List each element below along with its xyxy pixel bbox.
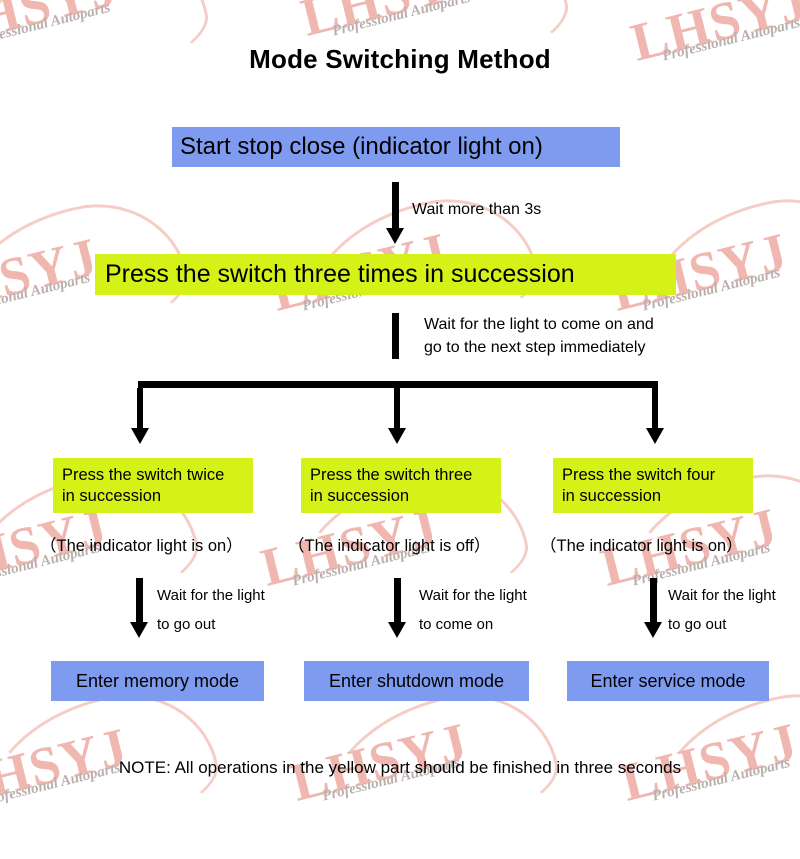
split-bar [138,381,658,388]
flow-node-label-line-1: Press the switch twice [62,465,225,484]
edge-label-wait-light-on: Wait for the light to come on and go to … [424,313,724,359]
flow-node-branch-3-result[interactable]: Enter service mode [567,661,769,701]
flow-node-label-line-1: Press the switch three [310,465,473,484]
arrow-head [386,228,404,244]
edge-label-line-2: go to the next step immediately [424,339,646,357]
flow-node-start-stop-close[interactable]: Start stop close (indicator light on) [172,127,620,167]
flow-node-label: Press the switch four in succession [562,465,715,506]
flow-node-branch-3-action[interactable]: Press the switch four in succession [553,458,753,513]
flow-node-press-three-times[interactable]: Press the switch three times in successi… [95,254,676,295]
arrow-head [646,428,664,444]
page-title: Mode Switching Method [249,44,551,74]
branch-3-wait-label: Wait for the light to go out [668,581,776,640]
flow-node-label: Press the switch three in succession [310,465,472,506]
branch-2-indicator-note: （The indicator light is off） [288,537,491,555]
flow-node-label-line-2: in succession [310,486,410,505]
branch-3-indicator-note: （The indicator light is on） [540,537,743,555]
branch-1-wait-label: Wait for the light to go out [157,581,265,640]
flow-node-label: Enter service mode [590,670,746,691]
arrow-shaft [392,182,399,230]
branch-2-wait-line-2: to come on [419,616,494,634]
flow-node-label: Start stop close (indicator light on) [180,133,543,160]
arrow-head [388,622,406,638]
arrow-shaft [137,388,143,432]
edge-label-line-1: Wait for the light to come on and [424,316,654,333]
branch-3-wait-line-2: to go out [668,616,727,634]
branch-1-indicator-note: （The indicator light is on） [40,537,243,555]
branch-2-wait-label: Wait for the light to come on [419,581,527,640]
arrow-shaft [652,388,658,432]
flowchart-canvas: Mode Switching Method Start stop close (… [40,44,776,777]
branch-2-wait-line-1: Wait for the light [419,587,527,604]
arrow-shaft [650,578,657,624]
flow-node-label: Press the switch three times in successi… [105,259,575,288]
flow-node-label: Enter shutdown mode [328,670,505,691]
flow-node-branch-2-result[interactable]: Enter shutdown mode [304,661,529,701]
flow-node-label-line-1: Press the switch four [562,465,716,484]
branch-1-wait-line-2: to go out [157,616,216,634]
flow-node-label-line-2: in succession [562,486,662,505]
arrow-head [644,622,662,638]
arrow-head [131,428,149,444]
flow-node-label-line-2: in succession [62,486,162,505]
flow-node-branch-2-action[interactable]: Press the switch three in succession [301,458,501,513]
arrow-shaft [136,578,143,624]
branch-3-wait-line-1: Wait for the light [668,587,776,604]
footer-note: NOTE: All operations in the yellow part … [118,758,682,777]
arrow-head [388,428,406,444]
arrow-head [130,622,148,638]
flow-node-label: Enter memory mode [75,670,240,691]
flow-node-label: Press the switch twice in succession [62,465,224,506]
flow-node-branch-1-action[interactable]: Press the switch twice in succession [53,458,253,513]
arrow-shaft [394,578,401,624]
edge-label-wait-3s: Wait more than 3s [412,201,542,218]
connector-trigger-to-split [392,313,399,359]
arrow-shaft [394,388,400,432]
branch-1-wait-line-1: Wait for the light [157,587,265,604]
flow-node-branch-1-result[interactable]: Enter memory mode [51,661,264,701]
